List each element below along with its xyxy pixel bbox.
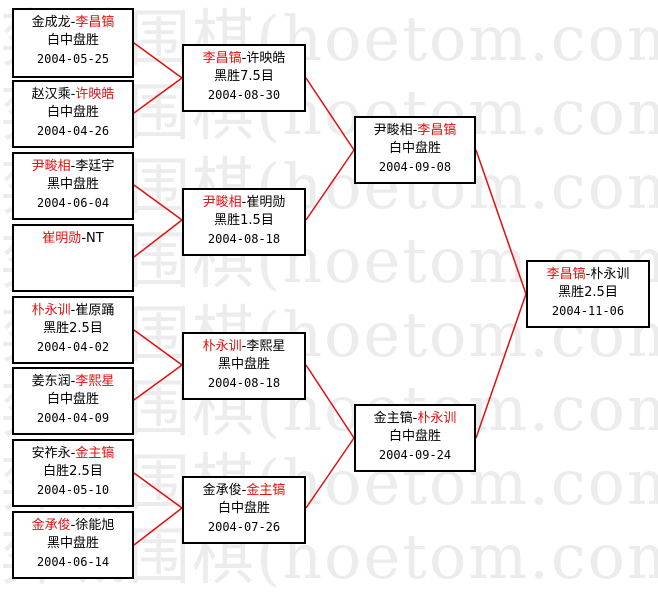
match-box-r1-7: 安祚永-金主镐 白胜2.5目 2004-05-10 bbox=[12, 439, 134, 507]
game-date: 2004-04-09 bbox=[36, 411, 110, 425]
player-name: 金主镐 bbox=[246, 483, 286, 498]
player-name: 朴永训 bbox=[202, 339, 242, 354]
connector-line bbox=[133, 364, 183, 401]
match-box-r1-8: 金承俊-徐能旭 黑中盘胜 2004-06-14 bbox=[12, 511, 134, 579]
match-box-r1-1: 金成龙-李昌镐 白中盘胜 2004-05-25 bbox=[12, 8, 134, 78]
game-result: 黑胜7.5目 bbox=[214, 69, 274, 84]
connector-line bbox=[305, 364, 355, 439]
match-box-r2-2: 尹畯相-崔明勋 黑胜1.5目 2004-08-18 bbox=[182, 188, 306, 256]
game-result: 白中盘胜 bbox=[388, 141, 441, 156]
game-result: 白中盘胜 bbox=[46, 33, 99, 48]
game-date: 2004-07-26 bbox=[207, 520, 281, 534]
player-name: 李昌镐 bbox=[202, 51, 242, 66]
player-name: 许映皓 bbox=[246, 51, 286, 66]
player-name: 许映皓 bbox=[75, 87, 115, 102]
player-name: 崔明勋 bbox=[42, 231, 82, 246]
game-date: 2004-11-06 bbox=[551, 304, 625, 318]
player-name: 金承俊 bbox=[31, 518, 71, 533]
connector-line bbox=[305, 149, 355, 221]
player-name: 尹畯相 bbox=[202, 195, 242, 210]
match-box-r2-1: 李昌镐-许映皓 黑胜7.5目 2004-08-30 bbox=[182, 44, 306, 112]
match-box-r1-4: 崔明勋-NT bbox=[12, 224, 134, 292]
player-name: 崔明勋 bbox=[246, 195, 286, 210]
game-result: 黑胜2.5目 bbox=[558, 285, 618, 300]
game-date: 2004-08-18 bbox=[207, 232, 281, 246]
connector-line bbox=[133, 329, 183, 366]
player-name: 安祚永 bbox=[31, 446, 71, 461]
match-box-final: 李昌镐-朴永训 黑胜2.5目 2004-11-06 bbox=[526, 260, 650, 328]
match-box-r1-5: 朴永训-崔原踊 黑胜2.5目 2004-04-02 bbox=[12, 296, 134, 364]
player-name: 李昌镐 bbox=[417, 123, 457, 138]
connector-line bbox=[305, 77, 355, 151]
player-name: 姜东润 bbox=[31, 374, 71, 389]
connector-line bbox=[133, 472, 183, 509]
game-result: 黑中盘胜 bbox=[217, 357, 270, 372]
player-name: 金承俊 bbox=[202, 483, 242, 498]
match-box-semifinal-1: 尹畯相-李昌镐 白中盘胜 2004-09-08 bbox=[354, 116, 476, 184]
match-box-r1-3: 尹畯相-李廷宇 黑中盘胜 2004-06-04 bbox=[12, 152, 134, 220]
game-result: 白中盘胜 bbox=[46, 392, 99, 407]
game-date: 2004-09-24 bbox=[378, 448, 452, 462]
game-result: 黑胜1.5目 bbox=[214, 213, 274, 228]
match-box-r2-4: 金承俊-金主镐 白中盘胜 2004-07-26 bbox=[182, 476, 306, 544]
match-box-r1-6: 姜东润-李熙星 白中盘胜 2004-04-09 bbox=[12, 367, 134, 435]
connector-line bbox=[475, 293, 527, 439]
player-name: 徐能旭 bbox=[75, 518, 115, 533]
connector-line bbox=[133, 77, 183, 114]
player-name: 朴永训 bbox=[31, 303, 71, 318]
connector-line bbox=[475, 149, 527, 295]
player-name: 朴永训 bbox=[417, 411, 457, 426]
game-date: 2004-05-25 bbox=[36, 52, 110, 66]
game-date: 2004-09-08 bbox=[378, 160, 452, 174]
player-name: 李昌镐 bbox=[546, 267, 586, 282]
player-name: 尹畯相 bbox=[31, 159, 71, 174]
player-name: 李廷宇 bbox=[75, 159, 115, 174]
player-name: NT bbox=[86, 231, 104, 246]
player-name: 金成龙 bbox=[31, 15, 71, 30]
player-name: 李熙星 bbox=[75, 374, 115, 389]
player-name: 朴永训 bbox=[590, 267, 630, 282]
match-box-r1-2: 赵汉乘-许映皓 白中盘胜 2004-04-26 bbox=[12, 80, 134, 148]
player-name: 崔原踊 bbox=[75, 303, 115, 318]
match-box-semifinal-2: 金主镐-朴永训 白中盘胜 2004-09-24 bbox=[354, 404, 476, 472]
game-result: 黑中盘胜 bbox=[46, 536, 99, 551]
game-result: 黑中盘胜 bbox=[46, 177, 99, 192]
game-date: 2004-06-04 bbox=[36, 196, 110, 210]
game-date: 2004-04-26 bbox=[36, 124, 110, 138]
connector-line bbox=[133, 184, 183, 221]
player-name: 赵汉乘 bbox=[31, 87, 71, 102]
game-result: 白胜2.5目 bbox=[43, 464, 103, 479]
player-name: 李昌镐 bbox=[75, 15, 115, 30]
game-result: 白中盘胜 bbox=[388, 429, 441, 444]
game-date: 2004-08-30 bbox=[207, 88, 281, 102]
match-box-r2-3: 朴永训-李熙星 黑中盘胜 2004-08-18 bbox=[182, 332, 306, 400]
connector-line bbox=[305, 437, 355, 509]
player-name: 金主镐 bbox=[373, 411, 413, 426]
game-date: 2004-04-02 bbox=[36, 340, 110, 354]
connector-line bbox=[133, 507, 183, 546]
game-result: 白中盘胜 bbox=[46, 105, 99, 120]
connector-line bbox=[133, 42, 183, 79]
game-date: 2004-05-10 bbox=[36, 483, 110, 497]
game-result: 白中盘胜 bbox=[217, 501, 270, 516]
game-result: 黑胜2.5目 bbox=[43, 321, 103, 336]
player-name: 金主镐 bbox=[75, 446, 115, 461]
game-date: 2004-08-18 bbox=[207, 376, 281, 390]
player-name: 李熙星 bbox=[246, 339, 286, 354]
connector-line bbox=[133, 219, 183, 258]
game-date: 2004-06-14 bbox=[36, 555, 110, 569]
player-name: 尹畯相 bbox=[373, 123, 413, 138]
